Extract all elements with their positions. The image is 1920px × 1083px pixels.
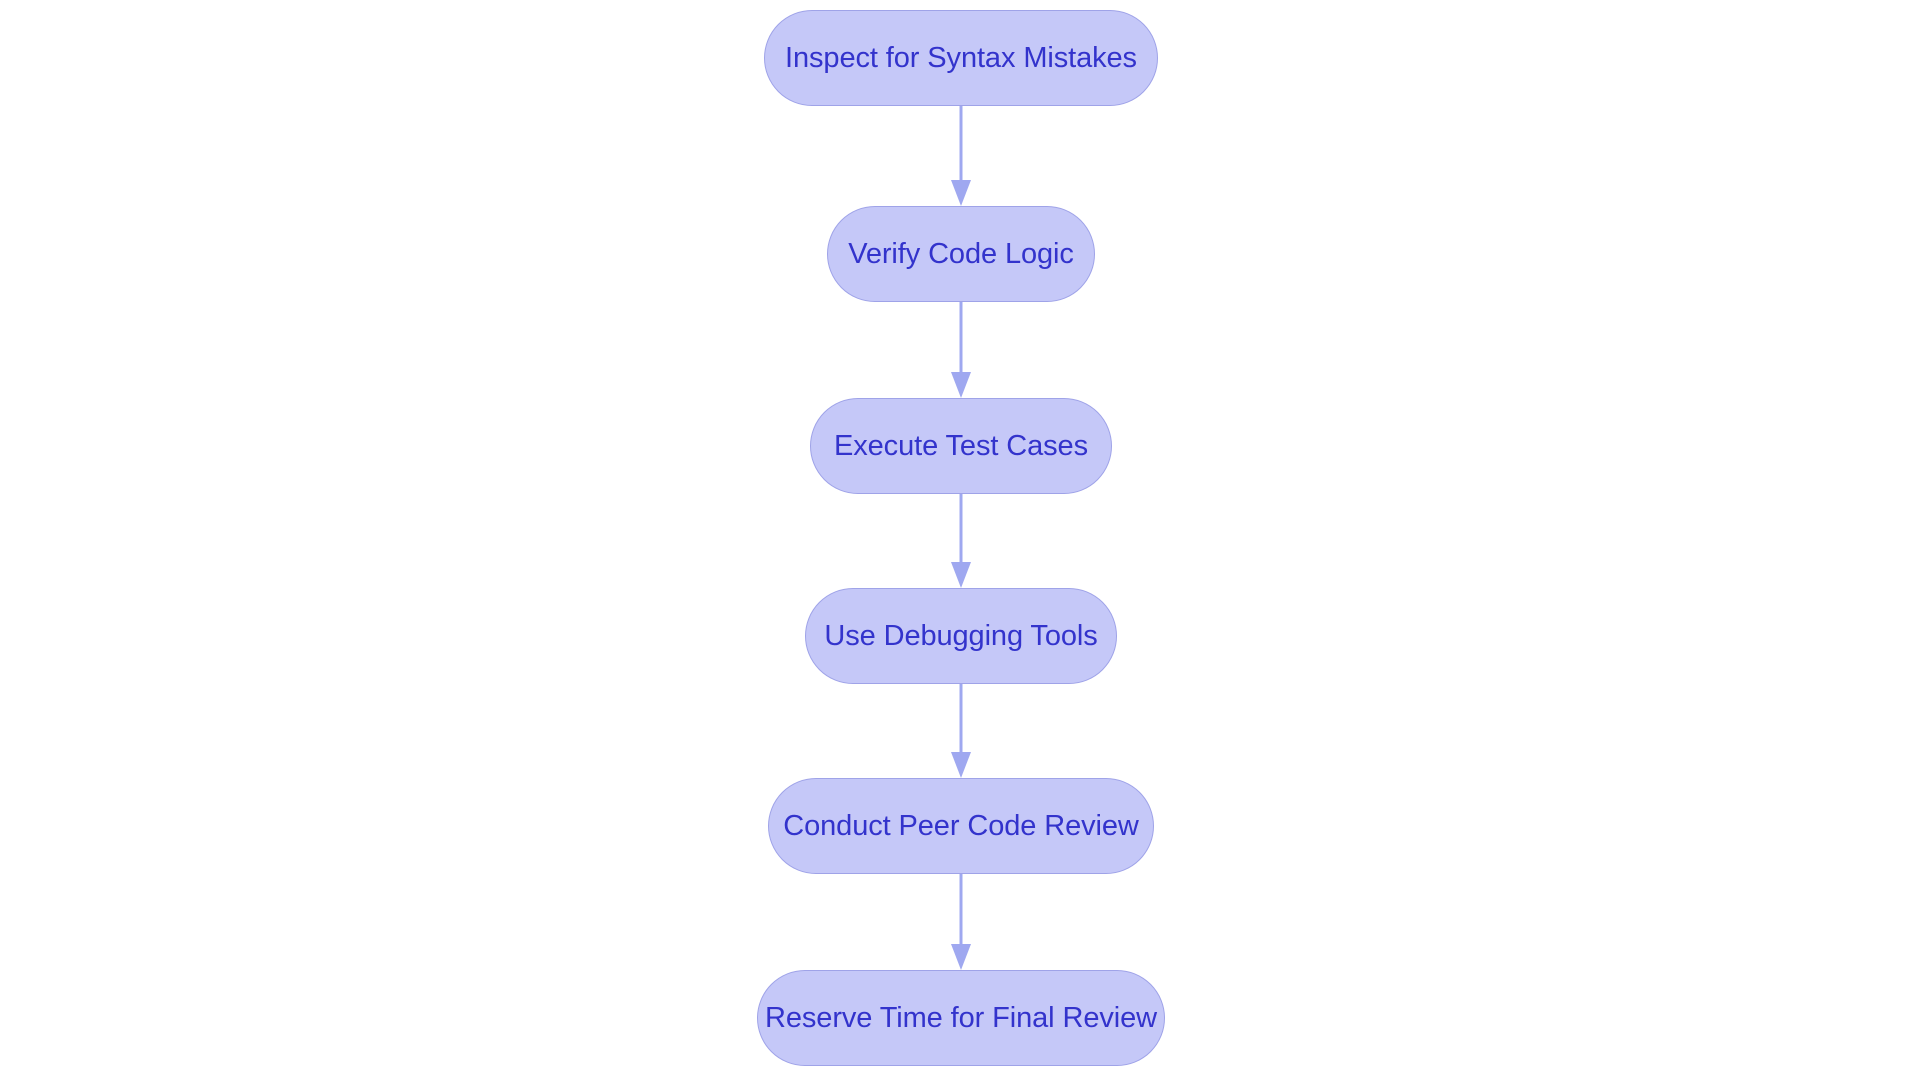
flow-node-label: Inspect for Syntax Mistakes	[785, 41, 1137, 74]
connector-inspect-syntax-to-verify-logic	[948, 106, 974, 206]
connector-execute-tests-to-use-debugging-tools	[948, 494, 974, 588]
flow-node-use-debugging-tools[interactable]: Use Debugging Tools	[805, 588, 1117, 684]
flow-node-execute-tests[interactable]: Execute Test Cases	[810, 398, 1112, 494]
flow-node-label: Verify Code Logic	[848, 237, 1074, 270]
flow-node-inspect-syntax[interactable]: Inspect for Syntax Mistakes	[764, 10, 1158, 106]
connector-use-debugging-tools-to-peer-code-review	[948, 684, 974, 778]
flow-node-final-review[interactable]: Reserve Time for Final Review	[757, 970, 1165, 1066]
flow-node-verify-logic[interactable]: Verify Code Logic	[827, 206, 1095, 302]
connector-verify-logic-to-execute-tests	[948, 302, 974, 398]
flow-node-label: Reserve Time for Final Review	[765, 1001, 1157, 1034]
flow-node-label: Use Debugging Tools	[824, 619, 1098, 652]
flow-node-label: Conduct Peer Code Review	[783, 809, 1139, 842]
flow-node-peer-code-review[interactable]: Conduct Peer Code Review	[768, 778, 1154, 874]
flow-node-label: Execute Test Cases	[834, 429, 1088, 462]
connector-peer-code-review-to-final-review	[948, 874, 974, 970]
